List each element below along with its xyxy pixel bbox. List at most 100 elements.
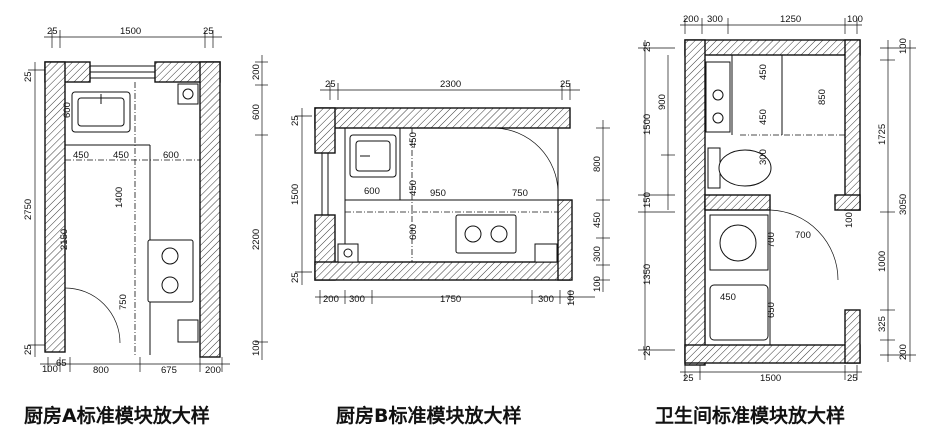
dim-label: 100 bbox=[847, 14, 863, 25]
dim-label: 1725 bbox=[877, 124, 888, 145]
wall bbox=[704, 194, 771, 211]
kitchen-b-top-dims: 25 2300 25 bbox=[320, 79, 580, 100]
dim-label: 2300 bbox=[440, 79, 461, 90]
kitchen-a-plan: 25 1500 25 25 2750 25 200 600 2200 100 bbox=[23, 26, 268, 376]
dim-label: 300 bbox=[758, 149, 769, 165]
dim-label: 325 bbox=[877, 316, 888, 332]
dim-label: 800 bbox=[592, 156, 603, 172]
dim-label: 1250 bbox=[780, 14, 801, 25]
dim-label: 800 bbox=[93, 365, 109, 376]
dim-label: 1400 bbox=[114, 187, 125, 208]
kitchen-b-plan: 25 2300 25 25 1500 25 800 450 300 100 bbox=[290, 79, 610, 306]
wall bbox=[314, 261, 571, 281]
cooktop-icon bbox=[147, 239, 194, 303]
basin-icon bbox=[712, 89, 724, 101]
flue-shaft-icon bbox=[534, 243, 558, 263]
kitchen-a-right-dims: 200 600 2200 100 bbox=[251, 55, 268, 360]
dim-label: 1500 bbox=[120, 26, 141, 37]
dim-label: 25 bbox=[203, 26, 214, 37]
dim-label: 1000 bbox=[877, 251, 888, 272]
wall bbox=[314, 107, 571, 129]
dim-label: 100 bbox=[566, 290, 577, 306]
dim-label: 200 bbox=[323, 294, 339, 305]
dim-label: 450 bbox=[592, 212, 603, 228]
dim-label: 600 bbox=[364, 186, 380, 197]
bathroom-right-dims: 100 1725 3050 1000 325 200 bbox=[877, 38, 916, 362]
dim-label: 150 bbox=[642, 192, 653, 208]
wall bbox=[684, 39, 706, 366]
bathroom-left-dims: 25 900 1500 150 1350 25 bbox=[638, 40, 675, 360]
dim-label: 200 bbox=[251, 64, 262, 80]
dim-label: 300 bbox=[349, 294, 365, 305]
dim-label: 2150 bbox=[59, 229, 70, 250]
wall bbox=[684, 344, 861, 364]
kitchen-b-right-dims: 800 450 300 100 bbox=[592, 120, 610, 292]
bathtub-icon bbox=[709, 284, 769, 341]
burner-icon bbox=[464, 225, 482, 243]
dim-label: 300 bbox=[538, 294, 554, 305]
dim-label: 750 bbox=[512, 188, 528, 199]
dim-label: 100 bbox=[42, 364, 58, 375]
dim-label: 600 bbox=[408, 224, 419, 240]
kitchen-a-left-dims: 25 2750 25 bbox=[23, 62, 46, 357]
dim-label: 2750 bbox=[23, 199, 34, 220]
bathroom-bottom-dims: 25 1500 25 bbox=[680, 365, 862, 384]
dim-label: 1500 bbox=[642, 114, 653, 135]
dim-label: 1500 bbox=[290, 184, 301, 205]
dim-label: 300 bbox=[707, 14, 723, 25]
bathroom-top-dims: 200 300 1250 100 bbox=[680, 14, 863, 34]
dim-label: 450 bbox=[720, 292, 736, 303]
dim-label: 750 bbox=[118, 294, 129, 310]
dim-label: 3050 bbox=[898, 194, 909, 215]
burner-icon bbox=[161, 276, 179, 294]
dim-label: 900 bbox=[657, 94, 668, 110]
wall bbox=[834, 194, 861, 211]
sink-basin-icon bbox=[355, 140, 391, 172]
dim-label: 1500 bbox=[760, 373, 781, 384]
burner-icon bbox=[161, 247, 179, 265]
dim-label: 300 bbox=[592, 246, 603, 262]
flue-shaft-icon bbox=[177, 319, 199, 343]
toilet-tank-icon bbox=[707, 147, 721, 189]
dim-label: 100 bbox=[844, 212, 855, 228]
toilet-icon bbox=[718, 149, 772, 187]
dim-label: 1750 bbox=[440, 294, 461, 305]
dim-label: 2200 bbox=[251, 229, 262, 250]
wall bbox=[684, 39, 861, 56]
door-swing-icon bbox=[64, 287, 121, 344]
dim-label: 100 bbox=[251, 340, 262, 356]
dim-label: 450 bbox=[408, 132, 419, 148]
door-swing-icon bbox=[494, 127, 559, 193]
dim-label: 450 bbox=[73, 150, 89, 161]
burner-icon bbox=[490, 225, 508, 243]
basin-icon bbox=[712, 112, 724, 124]
dim-label: 200 bbox=[205, 365, 221, 376]
dim-label: 600 bbox=[62, 102, 73, 118]
wall bbox=[844, 39, 861, 211]
dim-label: 1350 bbox=[642, 264, 653, 285]
kitchen-a-top-dims: 25 1500 25 bbox=[44, 26, 222, 48]
dim-label: 675 bbox=[161, 365, 177, 376]
dim-label: 450 bbox=[113, 150, 129, 161]
dim-label: 25 bbox=[642, 345, 653, 356]
dim-label: 700 bbox=[766, 232, 777, 248]
dim-label: 25 bbox=[290, 272, 301, 283]
wall bbox=[44, 61, 66, 353]
dim-label: 600 bbox=[163, 150, 179, 161]
door-swing-icon bbox=[769, 209, 839, 281]
dim-label: 200 bbox=[898, 344, 909, 360]
dim-label: 25 bbox=[847, 373, 858, 384]
dim-label: 100 bbox=[592, 276, 603, 292]
dim-label: 25 bbox=[325, 79, 336, 90]
dim-label: 950 bbox=[430, 188, 446, 199]
caption-kitchen-b: 厨房B标准模块放大样 bbox=[336, 404, 521, 427]
dim-label: 850 bbox=[817, 89, 828, 105]
caption-bathroom: 卫生间标准模块放大样 bbox=[655, 404, 845, 427]
dim-label: 100 bbox=[898, 38, 909, 54]
dim-label: 600 bbox=[251, 104, 262, 120]
dim-label: 25 bbox=[683, 373, 694, 384]
basin-icon bbox=[719, 224, 757, 262]
dim-label: 25 bbox=[560, 79, 571, 90]
kitchen-b-bottom-dims: 200 300 1750 300 100 bbox=[315, 290, 595, 306]
